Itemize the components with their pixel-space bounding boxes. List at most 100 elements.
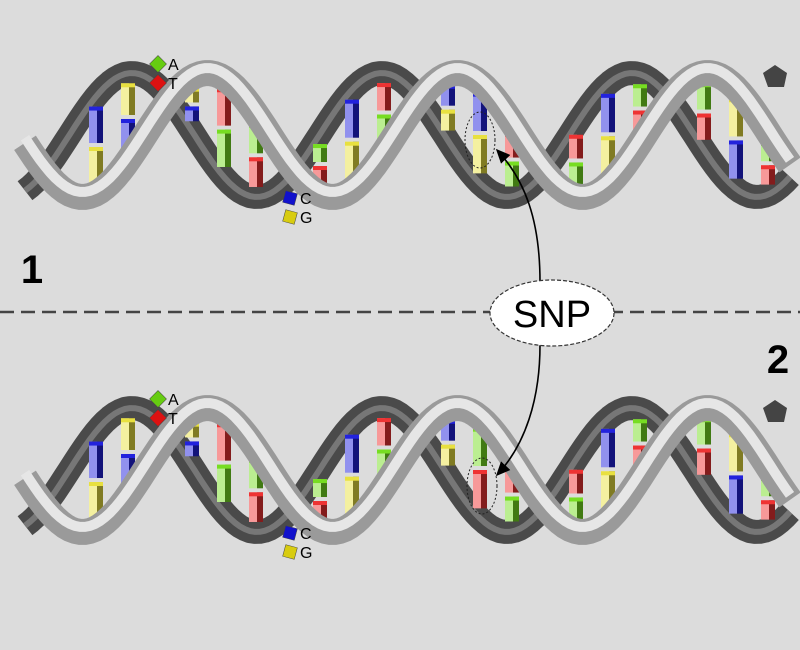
- base-cap: [89, 482, 103, 487]
- base-cap: [185, 441, 199, 446]
- base-C: [729, 140, 737, 179]
- base-C: [729, 475, 737, 514]
- legend-label: T: [168, 76, 178, 93]
- base-pair: [697, 83, 711, 140]
- dna-helix-1: [14, 60, 800, 210]
- base-pair: [697, 418, 711, 475]
- base-T: [217, 423, 225, 461]
- base-side: [705, 83, 711, 110]
- base-side: [449, 109, 455, 131]
- base-side: [481, 470, 487, 509]
- base-cap: [217, 129, 231, 134]
- base-cap: [345, 99, 359, 104]
- base-T: [377, 83, 385, 111]
- base-C: [185, 106, 193, 122]
- legend-swatch: [282, 544, 298, 560]
- base-A: [249, 123, 257, 154]
- base-cap: [569, 497, 583, 502]
- base-side: [705, 448, 711, 475]
- base-T: [249, 492, 257, 522]
- base-side: [577, 469, 583, 494]
- base-side: [609, 428, 615, 468]
- base-G: [121, 83, 129, 115]
- base-cap: [729, 140, 743, 145]
- base-side: [385, 418, 391, 446]
- base-G: [89, 482, 97, 519]
- base-cap: [313, 479, 327, 484]
- base-C: [601, 93, 609, 133]
- base-cap: [121, 418, 135, 423]
- base-G: [441, 444, 449, 466]
- legend-label: T: [168, 411, 178, 428]
- base-cap: [697, 448, 711, 453]
- base-T: [313, 501, 321, 519]
- base-A: [569, 162, 577, 187]
- base-T: [217, 88, 225, 126]
- base-pair: [569, 469, 583, 522]
- base-side: [353, 99, 359, 138]
- base-T: [505, 132, 513, 158]
- base-cap: [473, 470, 487, 475]
- legend-label: A: [168, 392, 179, 409]
- base-T: [313, 166, 321, 184]
- base-pair: [569, 134, 583, 187]
- base-T: [761, 165, 769, 185]
- base-A: [313, 144, 321, 163]
- base-side: [129, 418, 135, 450]
- base-side: [225, 464, 231, 502]
- base-side: [257, 157, 263, 187]
- base-cap: [505, 161, 519, 166]
- base-cap: [377, 114, 391, 119]
- base-cap: [601, 428, 615, 433]
- legend-label: C: [300, 526, 312, 543]
- base-cap: [249, 157, 263, 162]
- snp-arrow-2: [495, 344, 541, 477]
- base-side: [449, 84, 455, 106]
- panel-number-2: 2: [767, 338, 789, 382]
- base-side: [321, 501, 327, 519]
- legend-item-C: C: [282, 190, 312, 208]
- base-G: [601, 136, 609, 175]
- base-side: [449, 444, 455, 466]
- legend-label: A: [168, 57, 179, 74]
- base-side: [449, 419, 455, 441]
- base-A: [761, 476, 769, 497]
- base-cap: [569, 162, 583, 167]
- base-side: [481, 92, 487, 132]
- legend-item-A: A: [149, 55, 179, 74]
- base-cap: [441, 109, 455, 114]
- base-side: [769, 500, 775, 520]
- base-side: [737, 475, 743, 514]
- base-pair: [345, 99, 359, 180]
- base-T: [697, 113, 705, 140]
- base-G: [345, 141, 353, 180]
- legend-swatch: [282, 190, 298, 206]
- base-pair: [345, 434, 359, 515]
- base-T: [569, 134, 577, 159]
- base-cap: [249, 492, 263, 497]
- base-A: [473, 427, 481, 467]
- base-A: [697, 418, 705, 445]
- base-side: [769, 165, 775, 185]
- legend-label: C: [300, 191, 312, 208]
- base-C: [89, 106, 97, 144]
- base-cap: [569, 134, 583, 139]
- base-cap: [121, 83, 135, 88]
- base-side: [321, 144, 327, 163]
- base-G: [89, 147, 97, 184]
- base-A: [633, 419, 641, 442]
- backbone-highlight: [20, 398, 795, 532]
- dna-helix-2: [14, 395, 800, 545]
- base-C: [89, 441, 97, 479]
- base-C: [441, 84, 449, 106]
- panel-number-1: 1: [21, 248, 43, 292]
- legend-swatch: [282, 209, 298, 225]
- base-cap: [313, 166, 327, 171]
- base-cap: [185, 106, 199, 111]
- base-cap: [729, 475, 743, 480]
- base-side: [513, 496, 519, 522]
- base-cap: [761, 500, 775, 505]
- base-side: [193, 87, 199, 103]
- snp-arrow-1: [495, 148, 541, 283]
